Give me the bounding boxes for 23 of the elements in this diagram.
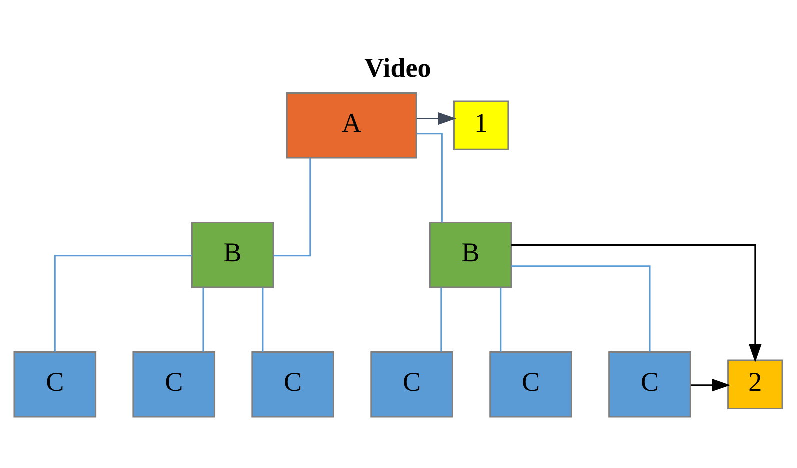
connector [54,255,192,352]
connector [202,288,204,352]
node-box: 1 [453,100,510,150]
node-box: C [608,351,692,418]
connector [417,133,443,223]
node-box: B [429,222,512,288]
node-box: B [191,222,274,288]
connector [262,288,264,352]
node-box: C [490,351,572,418]
arrow [691,379,731,392]
node-box: C [14,351,97,418]
connector [440,288,442,352]
node-box: C [252,351,334,418]
node-box: A [286,92,418,159]
diagram-title: Video [364,53,432,84]
connector [511,266,651,352]
connector [500,288,502,352]
node-box: 2 [728,360,784,410]
arrow [416,112,456,126]
connector [274,158,312,257]
node-box: C [370,351,454,418]
node-box: C [132,351,216,418]
arrow [512,244,762,363]
